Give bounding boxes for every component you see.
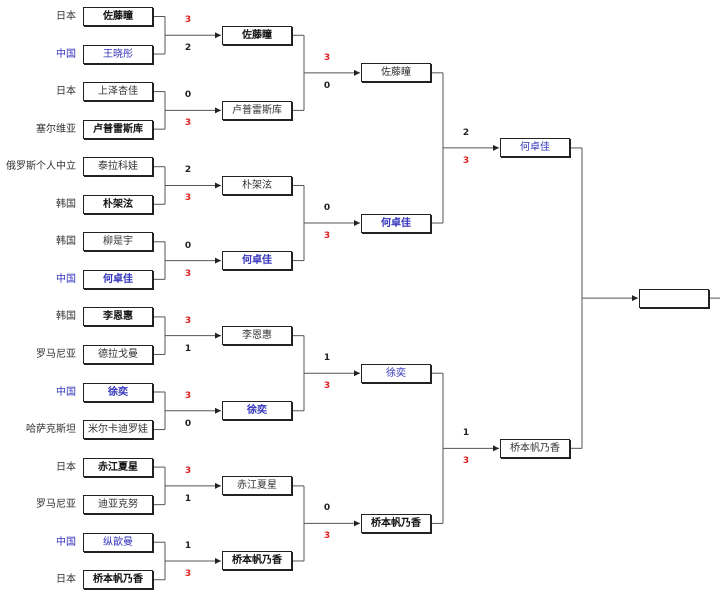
- player-slot[interactable]: 桥本帆乃香: [500, 438, 570, 458]
- country-label: 罗马尼亚: [36, 348, 76, 360]
- match-score: 3: [323, 531, 331, 542]
- player-slot[interactable]: 朴架泫: [222, 175, 292, 195]
- player-slot[interactable]: 卢普雷斯库: [222, 100, 292, 120]
- match-score: 3: [184, 390, 192, 401]
- player-slot[interactable]: 纵歆曼: [83, 532, 153, 552]
- country-label: 日本: [56, 461, 76, 473]
- match-score: 3: [184, 118, 192, 129]
- country-label: 俄罗斯个人中立: [6, 161, 76, 173]
- match-score: 0: [184, 418, 192, 429]
- player-slot[interactable]: 泰拉科娃: [83, 157, 153, 177]
- player-slot[interactable]: 卢普雷斯库: [83, 119, 153, 139]
- player-slot[interactable]: 桥本帆乃香: [83, 570, 153, 590]
- match-score: 3: [184, 465, 192, 476]
- match-score: 3: [184, 15, 192, 26]
- player-slot[interactable]: 朴架泫: [83, 194, 153, 214]
- match-score: 3: [184, 268, 192, 279]
- country-label: 塞尔维亚: [36, 123, 76, 135]
- player-slot[interactable]: 何卓佳: [500, 138, 570, 158]
- match-score: 0: [323, 203, 331, 214]
- country-label: 哈萨克斯坦: [26, 424, 76, 436]
- player-slot[interactable]: 徐奕: [361, 363, 431, 383]
- player-slot[interactable]: 徐奕: [83, 382, 153, 402]
- player-slot[interactable]: 徐奕: [222, 401, 292, 421]
- match-score: 3: [323, 381, 331, 392]
- country-label: 日本: [56, 86, 76, 98]
- player-slot[interactable]: 柳是宇: [83, 232, 153, 252]
- player-slot[interactable]: 王晓彤: [83, 44, 153, 64]
- player-slot[interactable]: 何卓佳: [83, 269, 153, 289]
- player-slot[interactable]: 何卓佳: [361, 213, 431, 233]
- match-score: 3: [323, 231, 331, 242]
- player-slot[interactable]: 佐藤瞳: [361, 63, 431, 83]
- player-slot[interactable]: 赤江夏星: [83, 457, 153, 477]
- match-score: 2: [184, 43, 192, 54]
- match-score: 3: [184, 568, 192, 579]
- player-slot[interactable]: 佐藤瞳: [222, 25, 292, 45]
- country-label: 中国: [56, 48, 76, 60]
- match-score: 1: [323, 353, 331, 364]
- match-score: 2: [462, 127, 470, 138]
- match-score: 2: [184, 165, 192, 176]
- player-slot[interactable]: 德拉戈曼: [83, 344, 153, 364]
- player-slot[interactable]: 上泽杏佳: [83, 82, 153, 102]
- match-score: 3: [323, 52, 331, 63]
- country-label: 中国: [56, 386, 76, 398]
- player-slot[interactable]: 赤江夏星: [222, 476, 292, 496]
- match-score: 3: [184, 315, 192, 326]
- player-slot[interactable]: 米尔卡迪罗娃: [83, 420, 153, 440]
- match-score: 0: [323, 503, 331, 514]
- country-label: 中国: [56, 536, 76, 548]
- country-label: 韩国: [56, 198, 76, 210]
- country-label: 韩国: [56, 311, 76, 323]
- player-slot[interactable]: 李恩惠: [222, 326, 292, 346]
- player-slot[interactable]: 桥本帆乃香: [361, 513, 431, 533]
- match-score: 1: [184, 493, 192, 504]
- match-score: 1: [184, 540, 192, 551]
- match-score: 3: [462, 456, 470, 467]
- match-score: 1: [462, 428, 470, 439]
- match-score: 0: [323, 80, 331, 91]
- champion-slot[interactable]: [639, 288, 709, 308]
- match-score: 0: [184, 240, 192, 251]
- player-slot[interactable]: 李恩惠: [83, 307, 153, 327]
- match-score: 3: [462, 155, 470, 166]
- player-slot[interactable]: 佐藤瞳: [83, 7, 153, 26]
- player-slot[interactable]: 桥本帆乃香: [222, 551, 292, 571]
- country-label: 罗马尼亚: [36, 499, 76, 511]
- match-score: 1: [184, 343, 192, 354]
- country-label: 日本: [56, 11, 76, 22]
- match-score: 0: [184, 90, 192, 101]
- player-slot[interactable]: 何卓佳: [222, 251, 292, 271]
- country-label: 日本: [56, 574, 76, 586]
- player-slot[interactable]: 迪亚克努: [83, 495, 153, 515]
- country-label: 韩国: [56, 236, 76, 248]
- country-label: 中国: [56, 273, 76, 285]
- match-score: 3: [184, 193, 192, 204]
